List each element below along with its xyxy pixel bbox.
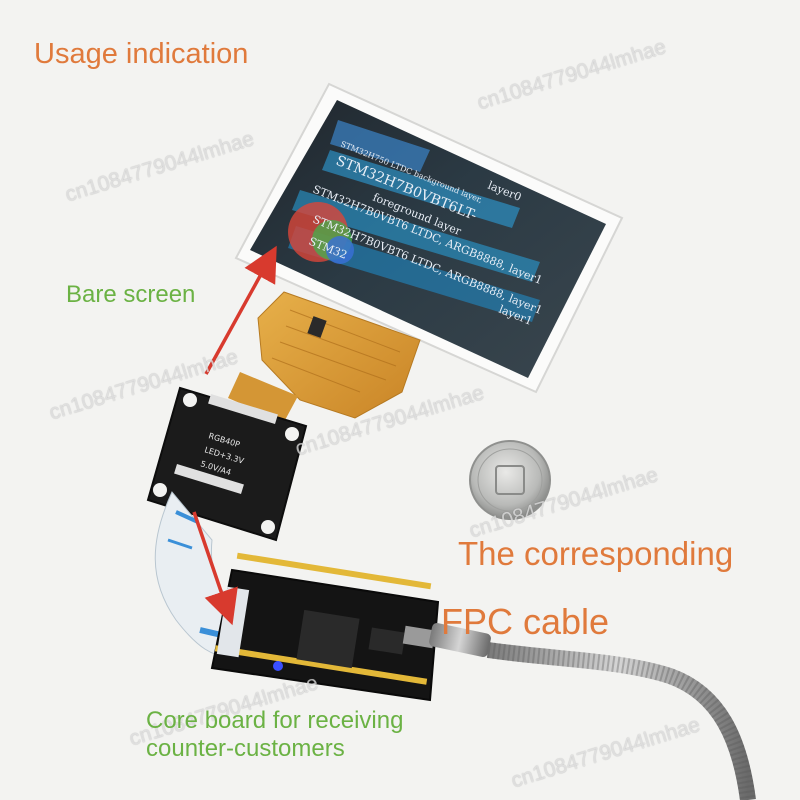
bare-screen-label: Bare screen xyxy=(66,281,196,308)
core-board-label-line-2: counter-customers xyxy=(146,734,345,762)
core-board-label-line-1: Core board for receiving xyxy=(146,707,404,734)
usb-cable xyxy=(429,622,756,800)
adapter-board: RGB40P LED+3.3V 5.0V/A4 xyxy=(146,386,308,542)
lcd-module: STM32H750 LTDC background layer, STM32H7… xyxy=(234,82,624,394)
usage-indication-label: Usage indication xyxy=(34,38,249,70)
fpc-cable-label: FPC cable xyxy=(441,601,610,642)
fpc-ribbon xyxy=(228,291,421,422)
corresponding-label: The corresponding xyxy=(458,535,734,572)
core-board-label: Core board for receiving counter-custome… xyxy=(146,707,403,762)
coin xyxy=(469,440,551,520)
arrow-to-core-board xyxy=(192,511,238,626)
arrow-to-screen xyxy=(204,245,277,375)
annotation-arrows xyxy=(192,245,277,626)
